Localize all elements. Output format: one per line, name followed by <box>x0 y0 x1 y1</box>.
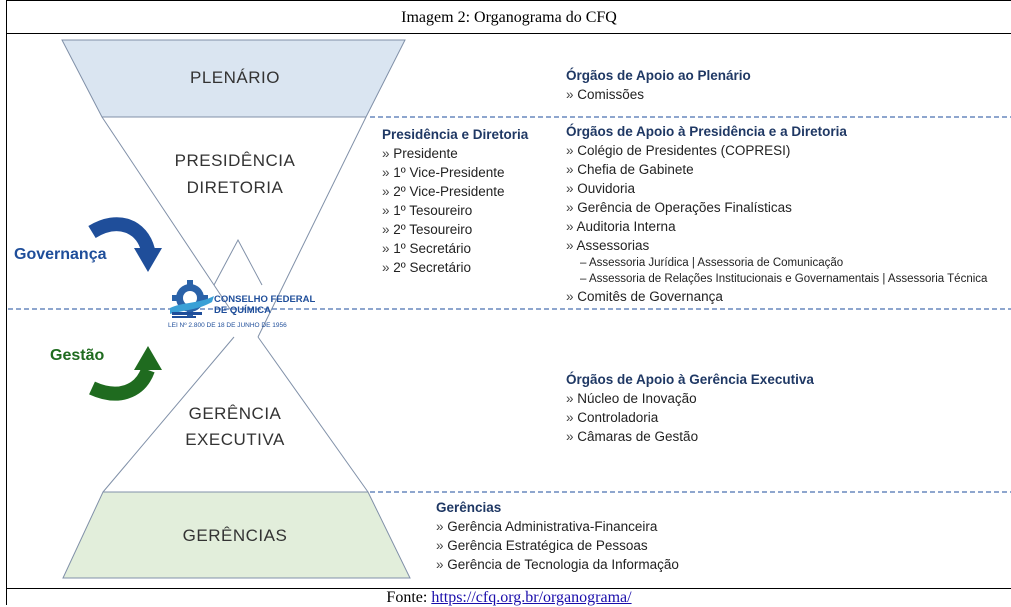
logo-name-line1: CONSELHO FEDERAL <box>214 294 316 305</box>
apoio-presidencia-section: Órgãos de Apoio à Presidência e a Direto… <box>566 122 1011 306</box>
level-presidencia-line1: PRESIDÊNCIA <box>174 151 296 170</box>
level-presidencia-line2: DIRETORIA <box>186 178 284 197</box>
cfq-logo: CONSELHO FEDERAL DE QUÍMICA LEI Nº 2.800… <box>166 278 326 338</box>
funnel-inner-peak <box>213 238 263 286</box>
list-item: 2º Tesoureiro <box>382 220 528 239</box>
list-item: Núcleo de Inovação <box>566 389 814 408</box>
logo-law: LEI Nº 2.800 DE 18 DE JUNHO DE 1956 <box>168 322 287 329</box>
list-item: Auditoria Interna <box>566 217 1011 236</box>
level-gerencia-exec-line2: EXECUTIVA <box>185 430 285 449</box>
gerencias-title: Gerências <box>436 500 502 515</box>
apoio-presidencia-title: Órgãos de Apoio à Presidência e a Direto… <box>566 124 847 139</box>
presidencia-diretoria-section: Presidência e Diretoria Presidente 1º Vi… <box>382 125 528 277</box>
governanca-arrow-icon <box>88 217 162 272</box>
list-item: Câmaras de Gestão <box>566 427 814 446</box>
list-item: 1º Tesoureiro <box>382 201 528 220</box>
apoio-gerencia-section: Órgãos de Apoio à Gerência Executiva Núc… <box>566 370 814 446</box>
gestao-label: Gestão <box>50 347 105 364</box>
governanca-label: Governança <box>14 246 107 263</box>
list-item: 2º Vice-Presidente <box>382 182 528 201</box>
level-gerencias: GERÊNCIAS <box>182 526 288 545</box>
source-link[interactable]: https://cfq.org.br/organograma/ <box>431 589 632 606</box>
figure-frame <box>6 0 1011 605</box>
list-item: 1º Secretário <box>382 239 528 258</box>
list-item: Assessorias <box>566 236 1011 255</box>
list-item: Presidente <box>382 144 528 163</box>
list-item: Controladoria <box>566 408 814 427</box>
list-item: Gerência de Operações Finalísticas <box>566 198 1011 217</box>
source-prefix: Fonte: <box>386 589 432 606</box>
list-item: Chefia de Gabinete <box>566 160 1011 179</box>
gerencias-section: Gerências Gerência Administrativa-Financ… <box>436 498 679 574</box>
apoio-plenario-section: Órgãos de Apoio ao Plenário Comissões <box>566 66 751 104</box>
figure-source: Fonte: https://cfq.org.br/organograma/ <box>7 588 1011 606</box>
funnel-right-bottom <box>257 336 369 493</box>
apoio-gerencia-title: Órgãos de Apoio à Gerência Executiva <box>566 372 814 387</box>
presidencia-diretoria-title: Presidência e Diretoria <box>382 127 529 142</box>
list-item: Ouvidoria <box>566 179 1011 198</box>
funnel-right-top <box>257 116 367 338</box>
list-item: Gerência Administrativa-Financeira <box>436 517 679 536</box>
level-plenario: PLENÁRIO <box>190 68 280 87</box>
list-item: Comissões <box>566 85 751 104</box>
level-gerencia-exec-line1: GERÊNCIA <box>188 404 282 423</box>
list-item: Comitês de Governança <box>566 287 1011 306</box>
apoio-plenario-title: Órgãos de Apoio ao Plenário <box>566 68 751 83</box>
logo-name: CONSELHO FEDERAL DE QUÍMICA <box>214 294 315 316</box>
funnel-left-bottom <box>102 336 235 493</box>
list-item: Gerência de Tecnologia da Informação <box>436 555 679 574</box>
sub-list-item: Assessoria Jurídica | Assessoria de Comu… <box>566 255 1011 271</box>
funnel-left-top <box>101 116 235 316</box>
cfq-emblem-icon <box>170 280 214 318</box>
list-item: 2º Secretário <box>382 258 528 277</box>
gerencias-band <box>62 491 411 579</box>
figure-caption: Imagem 2: Organograma do CFQ <box>7 1 1011 34</box>
sub-list-item: Assessoria de Relações Institucionais e … <box>566 271 1011 287</box>
logo-name-line2: DE QUÍMICA <box>214 305 271 316</box>
list-item: Gerência Estratégica de Pessoas <box>436 536 679 555</box>
list-item: 1º Vice-Presidente <box>382 163 528 182</box>
list-item: Colégio de Presidentes (COPRESI) <box>566 141 1011 160</box>
gestao-arrow-icon <box>89 346 162 401</box>
